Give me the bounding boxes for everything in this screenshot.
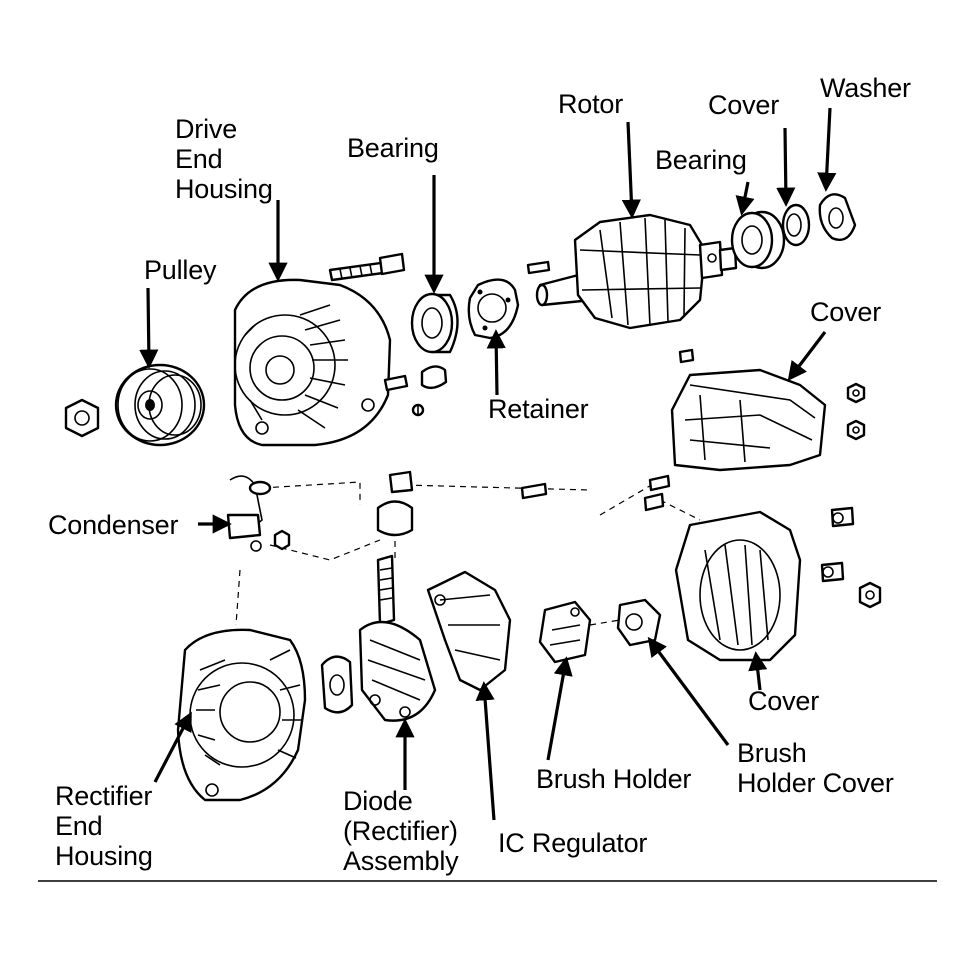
- label-rotor: Rotor: [558, 89, 624, 119]
- pulley-nut: [64, 398, 100, 438]
- label-diode-assembly-line1: Diode: [343, 786, 413, 816]
- ic-regulator-part: [426, 570, 512, 692]
- label-cover-top: Cover: [810, 297, 882, 327]
- label-washer: Washer: [820, 73, 911, 103]
- nut-2: [846, 419, 866, 441]
- label-brush-holder: Brush Holder: [536, 764, 692, 794]
- rear-bolt-2: [820, 561, 845, 583]
- insulator-part: [320, 655, 354, 714]
- leader-arrows: [139, 107, 837, 821]
- label-drive-end-housing-line2: End: [175, 144, 223, 174]
- bolt-a: [648, 474, 671, 492]
- label-diode-assembly-line2: (Rectifier): [343, 816, 458, 846]
- drive-end-housing-part: [233, 278, 392, 447]
- front-bearing-part: [410, 292, 459, 354]
- mid-bolt: [520, 482, 548, 500]
- washer-part: [818, 193, 857, 242]
- brush-holder-cover-part: [616, 598, 662, 647]
- label-cover-small: Cover: [708, 90, 780, 120]
- top-cover-part: [670, 368, 827, 472]
- label-brush-holder-cover-line1: Brush: [737, 738, 807, 768]
- spacer-collar: [420, 365, 448, 390]
- rear-bearing-part: [730, 210, 786, 270]
- label-drive-end-housing-line3: Housing: [175, 174, 273, 204]
- nut-1: [846, 382, 866, 404]
- label-rectifier-end-housing-line3: Housing: [55, 841, 153, 871]
- rotor-part: [535, 213, 738, 330]
- label-drive-end-housing-line1: Drive: [175, 114, 238, 144]
- small-cover-part: [781, 203, 811, 247]
- label-diode-assembly-line3: Assembly: [343, 846, 459, 876]
- cover-screw-top: [678, 348, 695, 364]
- rear-cover-part: [674, 510, 802, 662]
- rear-nut: [858, 581, 882, 609]
- label-ic-regulator: IC Regulator: [498, 828, 648, 858]
- stud-bolt: [328, 252, 406, 282]
- condenser-part: [226, 475, 272, 552]
- retainer-part: [467, 278, 520, 340]
- label-bearing-rear: Bearing: [655, 145, 747, 175]
- label-pulley: Pulley: [144, 255, 217, 285]
- label-rectifier-end-housing-line1: Rectifier: [55, 781, 153, 811]
- pulley-part: [114, 363, 206, 447]
- label-bearing-front: Bearing: [347, 133, 439, 163]
- diode-assembly-part: [358, 554, 437, 722]
- label-condenser: Condenser: [48, 510, 179, 540]
- terminal-bush: [376, 470, 414, 537]
- brush-holder-part: [538, 600, 592, 664]
- rear-bolt-1: [830, 506, 855, 528]
- housing-bolt: [383, 374, 409, 392]
- label-retainer: Retainer: [488, 394, 589, 424]
- rectifier-end-housing-part: [176, 628, 307, 802]
- condenser-nut: [273, 529, 291, 551]
- label-rectifier-end-housing-line2: End: [55, 811, 103, 841]
- bolt-b: [643, 492, 665, 512]
- small-screw: [411, 403, 425, 417]
- label-brush-holder-cover-line2: Holder Cover: [737, 768, 894, 798]
- rotor-screw: [526, 260, 551, 275]
- label-cover-rear: Cover: [748, 686, 820, 716]
